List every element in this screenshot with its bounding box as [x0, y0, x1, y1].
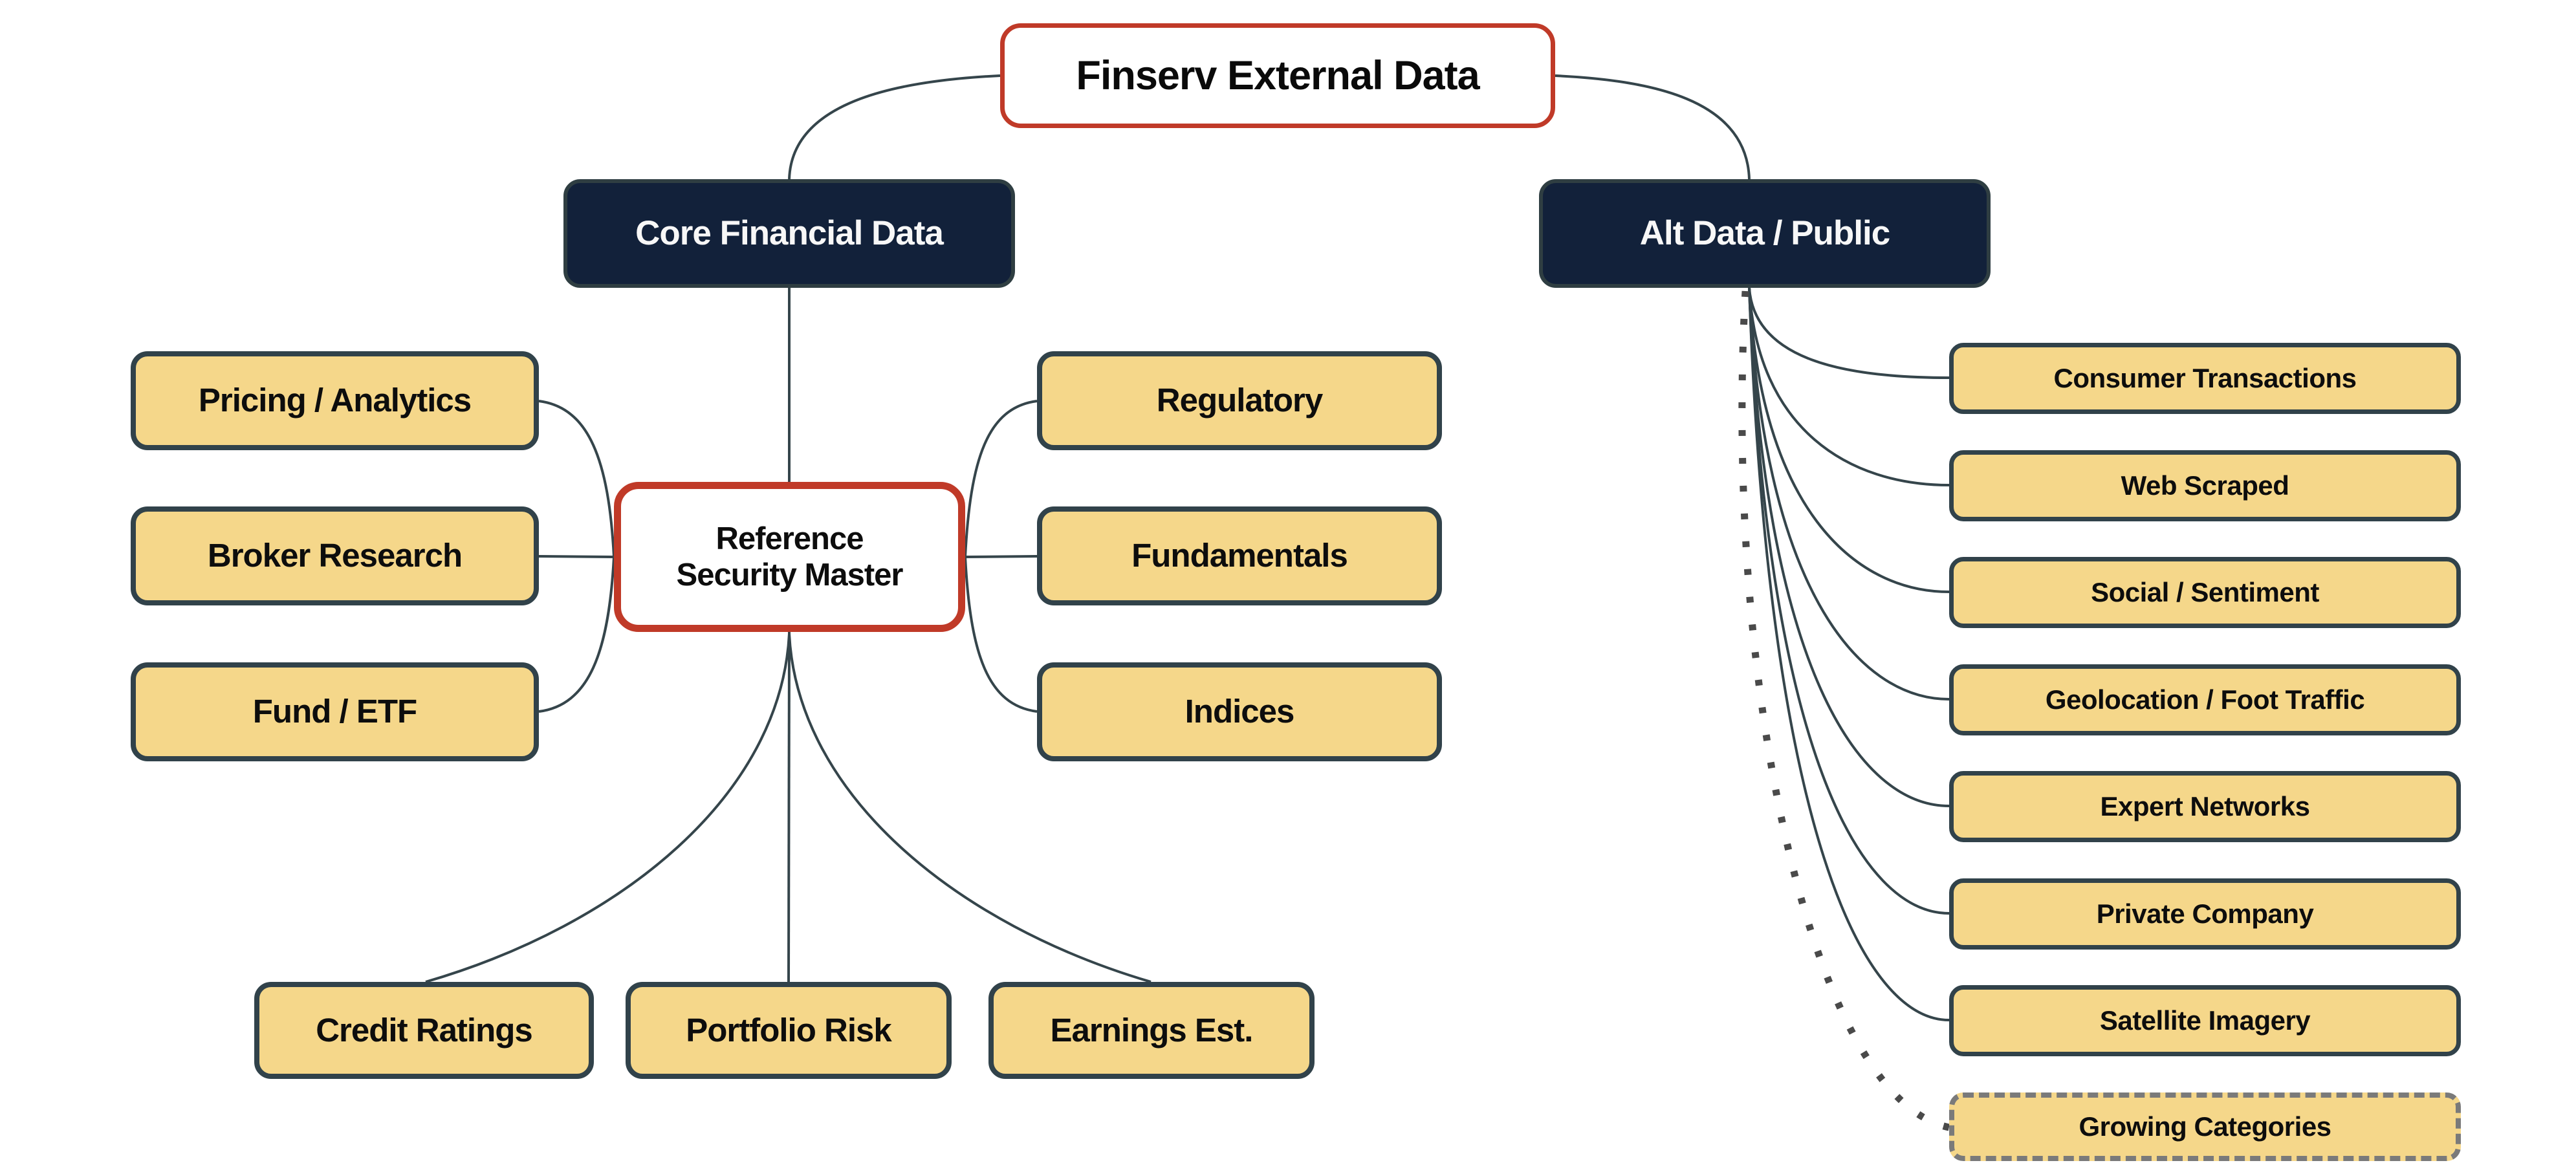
node-label: Pricing / Analytics: [198, 382, 472, 419]
node-indices: Indices: [1037, 662, 1442, 761]
node-label: Finserv External Data: [1076, 52, 1479, 98]
node-growing-categories: Growing Categories: [1949, 1092, 2461, 1161]
node-label: Growing Categories: [2079, 1111, 2331, 1142]
node-earnings-est: Earnings Est.: [988, 982, 1315, 1079]
node-geolocation-foot-traffic: Geolocation / Foot Traffic: [1949, 664, 2461, 735]
connector-pricing-reference: [538, 400, 615, 558]
node-label-line2: Security Master: [676, 558, 904, 592]
node-label: Expert Networks: [2100, 790, 2310, 821]
connector-alt-geo: [1748, 287, 1950, 701]
connector-indices-reference: [964, 556, 1038, 713]
connector-alt-satellite: [1748, 287, 1950, 1021]
node-social-sentiment: Social / Sentiment: [1949, 557, 2461, 628]
node-label: Alt Data / Public: [1639, 213, 1890, 252]
node-fund-etf: Fund / ETF: [131, 662, 539, 761]
node-expert-networks: Expert Networks: [1949, 771, 2461, 842]
node-pricing-analytics: Pricing / Analytics: [131, 351, 539, 450]
node-label: Web Scraped: [2121, 470, 2289, 501]
node-label: Core Financial Data: [635, 213, 944, 252]
connector-title-alt: [1555, 74, 1751, 180]
node-consumer-transactions: Consumer Transactions: [1949, 343, 2461, 414]
node-label: Fund / ETF: [252, 693, 417, 730]
node-label: Private Company: [2096, 898, 2314, 929]
node-web-scraped: Web Scraped: [1949, 450, 2461, 521]
node-label: Regulatory: [1156, 382, 1323, 419]
node-label: Credit Ratings: [316, 1011, 533, 1049]
connector-fundamentals-reference: [965, 555, 1038, 558]
node-broker-research: Broker Research: [131, 506, 539, 605]
node-reference-security-master: Reference Security Master: [614, 482, 965, 632]
node-label: Portfolio Risk: [686, 1011, 892, 1049]
connector-regulatory-reference: [964, 400, 1038, 558]
connector-title-core: [788, 74, 1001, 180]
node-label: Earnings Est.: [1050, 1011, 1254, 1049]
connector-alt-social: [1748, 287, 1950, 593]
node-fundamentals: Fundamentals: [1037, 506, 1442, 605]
node-private-company: Private Company: [1949, 878, 2461, 950]
connector-alt-expert: [1748, 287, 1950, 807]
node-regulatory: Regulatory: [1037, 351, 1442, 450]
connector-reference-earnings: [788, 633, 1152, 983]
node-label-line1: Reference: [715, 521, 864, 556]
connector-broker-reference: [538, 555, 615, 558]
node-label: Consumer Transactions: [2053, 362, 2357, 393]
node-label: Fundamentals: [1131, 537, 1348, 574]
node-label: Geolocation / Foot Traffic: [2045, 684, 2365, 715]
node-satellite-imagery: Satellite Imagery: [1949, 985, 2461, 1056]
node-label: Social / Sentiment: [2091, 576, 2319, 607]
connector-alt-growing-dotted: [1738, 290, 1950, 1131]
connector-alt-web: [1748, 287, 1950, 486]
connector-alt-private: [1748, 287, 1950, 915]
node-label: Indices: [1184, 693, 1295, 730]
node-credit-ratings: Credit Ratings: [254, 982, 594, 1079]
node-label: Broker Research: [207, 537, 463, 574]
node-branch-core-financial-data: Core Financial Data: [563, 179, 1015, 288]
node-label: Satellite Imagery: [2099, 1005, 2311, 1036]
connector-reference-credit: [425, 633, 791, 983]
node-root-finserv-external-data: Finserv External Data: [1000, 23, 1555, 128]
node-branch-alt-data-public: Alt Data / Public: [1539, 179, 1991, 288]
connector-fund-reference: [538, 556, 615, 713]
node-portfolio-risk: Portfolio Risk: [626, 982, 952, 1079]
connector-alt-consumer: [1748, 287, 1950, 379]
